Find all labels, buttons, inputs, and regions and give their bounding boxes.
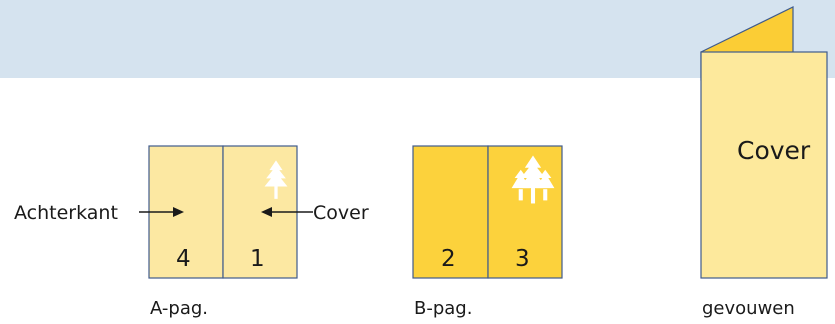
b-page-number-3: 3 [515,246,530,272]
arrow-to-back [139,207,184,217]
arrow-to-cover [261,207,313,217]
b-page-right-panel [487,145,563,279]
folded-brochure [700,6,828,279]
a-page-caption: A-pag. [150,298,209,319]
b-page-left-panel [412,145,489,279]
cover-label: Cover [313,202,369,224]
b-page-number-2: 2 [441,246,456,272]
header-band [0,0,835,78]
b-page-caption: B-pag. [414,298,473,319]
tree-icon [511,155,555,204]
folded-caption: gevouwen [702,298,795,319]
folded-cover-text: Cover [737,136,811,165]
folded-front-panel [700,51,828,279]
b-page-sheet [412,145,563,279]
a-page-number-1: 1 [250,246,265,272]
back-side-label: Achterkant [14,202,118,224]
tree-icon [264,160,288,199]
a-page-number-4: 4 [176,246,191,272]
